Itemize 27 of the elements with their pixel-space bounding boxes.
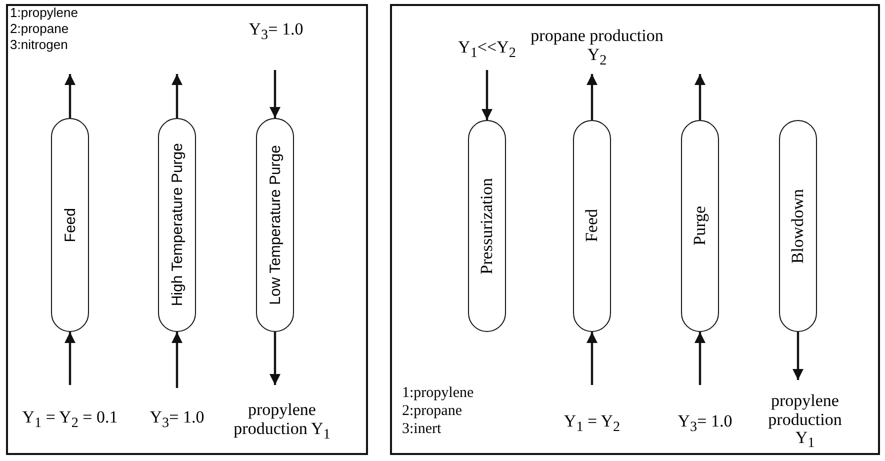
flow-arrow xyxy=(792,332,804,380)
adsorption-column: High Temperature Purge xyxy=(158,118,196,332)
component-key: 1:propylene xyxy=(10,5,78,20)
panel-frame xyxy=(390,4,880,455)
component-key: 2:propane xyxy=(402,403,462,420)
adsorption-column: Low Temperature Purge xyxy=(256,118,294,332)
adsorption-column: Feed xyxy=(573,120,611,332)
flow-arrow xyxy=(586,332,598,385)
flow-arrow xyxy=(586,74,598,120)
flow-arrow xyxy=(270,70,280,118)
flow-arrow xyxy=(482,70,492,120)
adsorption-column: Blowdown xyxy=(779,120,817,332)
adsorption-column: Purge xyxy=(681,120,719,332)
flow-arrow xyxy=(172,332,182,388)
component-key: 2:propane xyxy=(10,21,69,36)
flow-arrow xyxy=(64,332,76,385)
flow-arrow xyxy=(694,332,706,385)
panel-frame xyxy=(6,4,368,455)
component-key: 3:nitrogen xyxy=(10,37,68,52)
component-key: 1:propylene xyxy=(402,385,474,402)
flow-arrow xyxy=(270,332,280,385)
flow-arrow xyxy=(64,74,76,118)
flow-arrow xyxy=(172,74,182,118)
adsorption-column: Feed xyxy=(51,118,89,332)
adsorption-column: Pressurization xyxy=(468,120,506,332)
flow-arrow xyxy=(694,74,706,120)
component-key: 3:inert xyxy=(402,421,442,438)
